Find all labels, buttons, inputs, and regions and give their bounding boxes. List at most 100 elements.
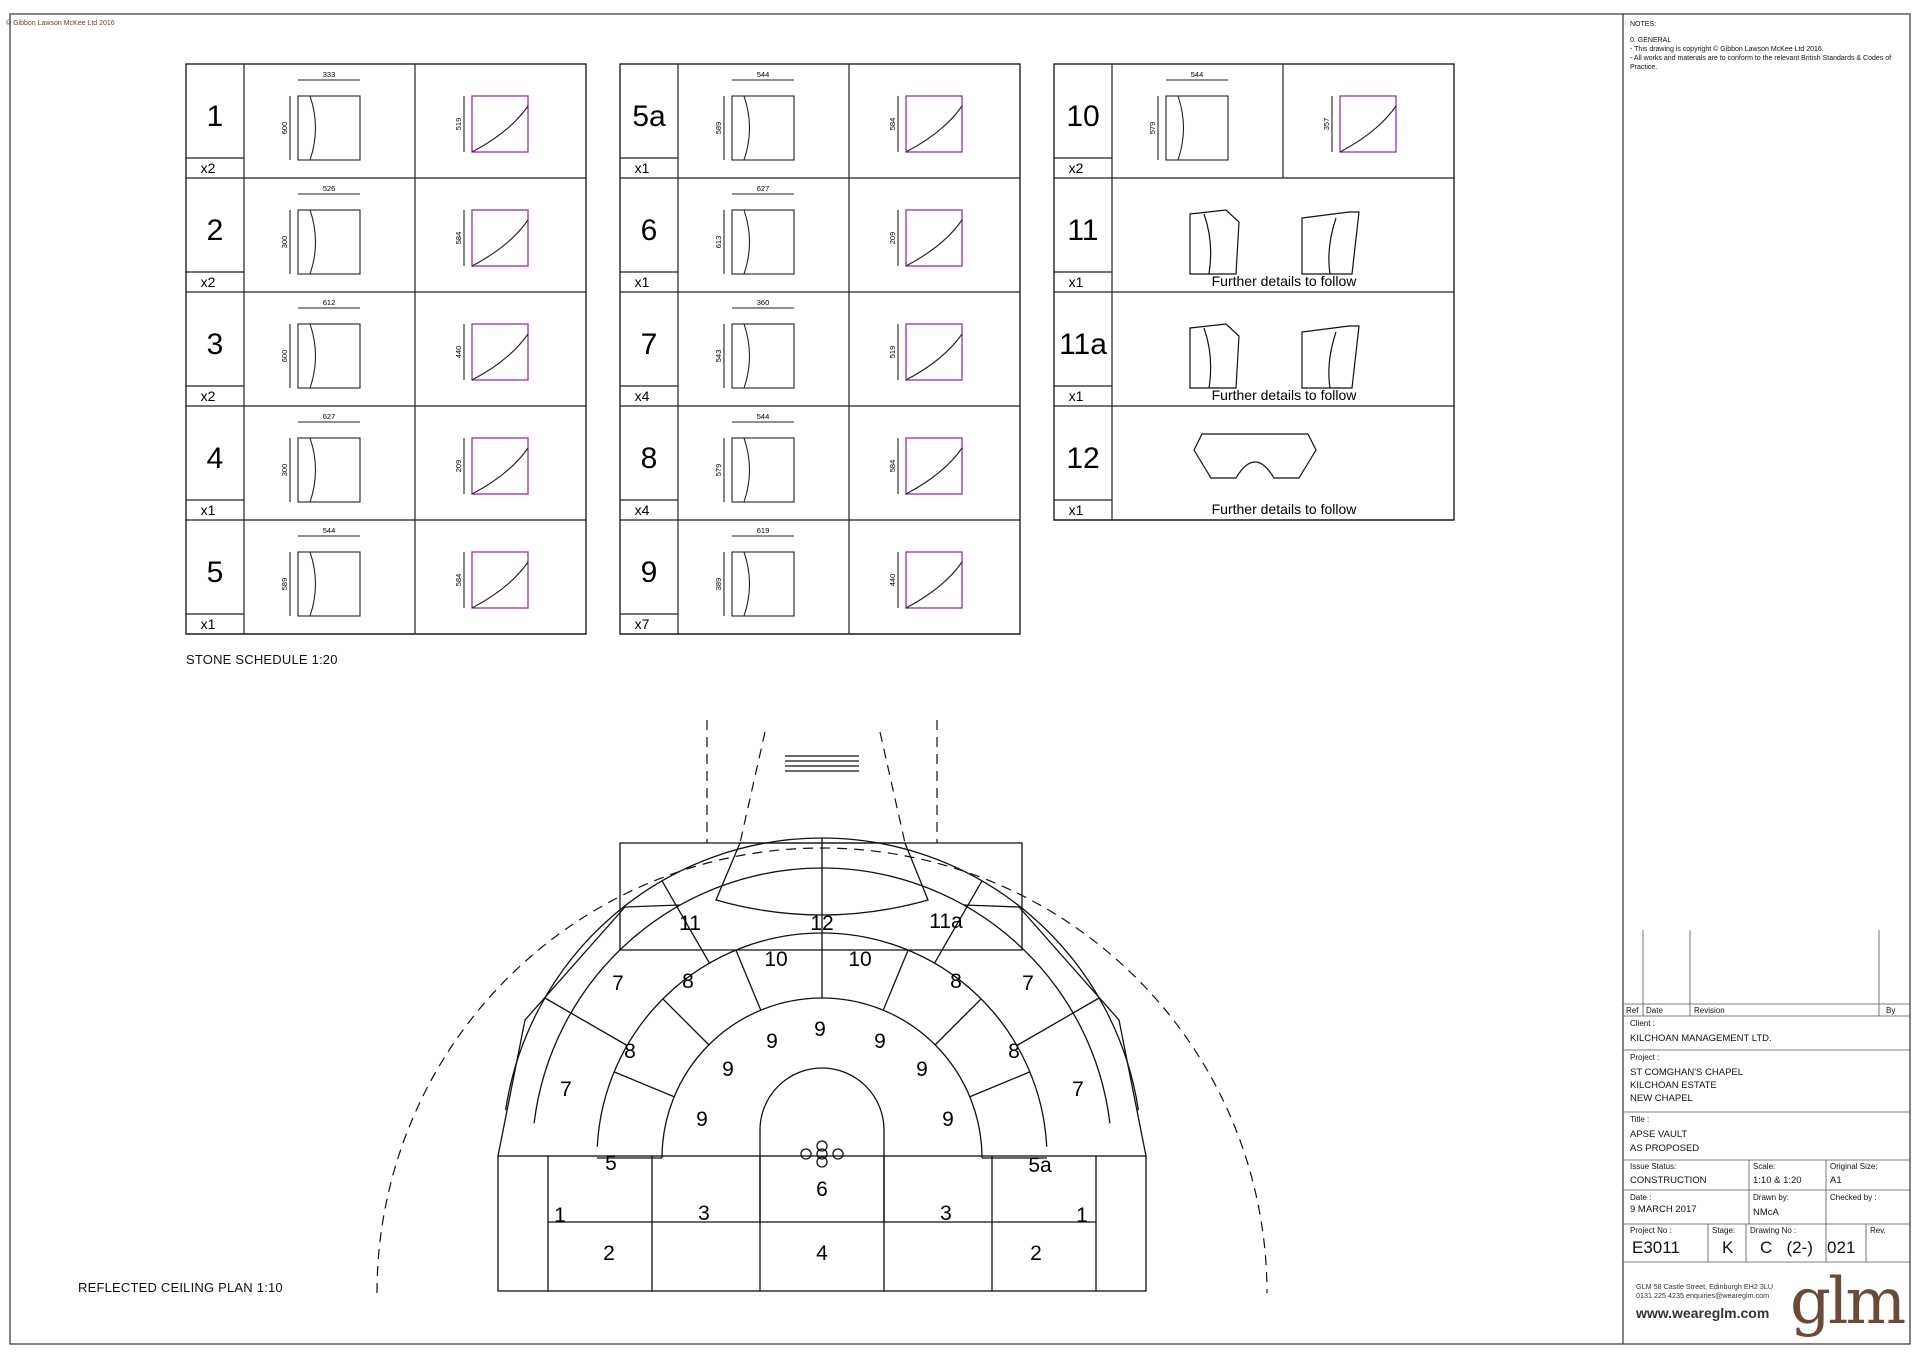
central-boss xyxy=(759,1067,885,1222)
boss-hole xyxy=(832,1148,844,1160)
date-value: 9 MARCH 2017 xyxy=(1630,1204,1697,1215)
outer-voussoir-joint xyxy=(661,880,711,964)
elevation-outline xyxy=(905,551,963,609)
voussoir-joint xyxy=(934,998,982,1046)
elevation-dimension: 357 xyxy=(1322,118,1331,131)
elevation-outline xyxy=(471,209,529,267)
plan-view-joint xyxy=(309,323,316,389)
stone-label: 9 xyxy=(916,1058,928,1081)
stone-label: 9 xyxy=(696,1108,708,1131)
right-haunch xyxy=(963,904,1147,1157)
plan-view-joint xyxy=(309,95,316,161)
project-line-1: ST COMGHAN'S CHAPEL xyxy=(1630,1067,1744,1078)
elevation-dimension: 519 xyxy=(454,118,463,131)
height-dimension: 579 xyxy=(1148,122,1157,135)
plan-view-joint xyxy=(743,323,750,389)
stone-schedule-caption: STONE SCHEDULE 1:20 xyxy=(186,652,338,667)
plan-view-outline xyxy=(297,209,361,275)
issue-status-label: Issue Status: xyxy=(1630,1162,1677,1171)
outer-voussoir-joint xyxy=(544,997,628,1047)
plan-view-outline xyxy=(297,437,361,503)
further-details-note: Further details to follow xyxy=(1212,273,1358,289)
stone-label: 8 xyxy=(1008,1040,1020,1063)
width-dimension: 544 xyxy=(757,412,770,421)
plan-view-joint xyxy=(743,209,750,275)
elevation-dimension: 584 xyxy=(454,574,463,587)
issue-status-value: CONSTRUCTION xyxy=(1630,1175,1707,1186)
project-line-2: KILCHOAN ESTATE xyxy=(1630,1080,1717,1091)
stone-id: 5a xyxy=(632,100,666,133)
elevation-dimension: 209 xyxy=(454,460,463,473)
reflected-ceiling-plan-caption: REFLECTED CEILING PLAN 1:10 xyxy=(78,1280,283,1295)
project-label: Project : xyxy=(1630,1053,1660,1062)
stone-id: 11 xyxy=(1067,214,1098,247)
stone-id: 4 xyxy=(207,442,224,475)
stone-qty: x4 xyxy=(635,388,650,404)
further-details-note: Further details to follow xyxy=(1212,501,1358,517)
drawn-by-label: Drawn by: xyxy=(1753,1193,1790,1202)
plan-view-outline xyxy=(731,323,795,389)
height-dimension: 589 xyxy=(714,122,723,135)
client-value: KILCHOAN MANAGEMENT LTD. xyxy=(1630,1033,1772,1044)
stone-qty: x1 xyxy=(201,616,216,632)
project-no-value: E3011 xyxy=(1632,1238,1680,1257)
project-line-3: NEW CHAPEL xyxy=(1630,1093,1693,1104)
plan-view-outline xyxy=(1165,95,1229,161)
boss-hole xyxy=(816,1156,828,1168)
stone-qty: x1 xyxy=(1069,502,1084,518)
stone-label: 7 xyxy=(1022,972,1034,995)
height-dimension: 600 xyxy=(280,122,289,135)
stone-label: 2 xyxy=(1030,1242,1042,1265)
width-dimension: 333 xyxy=(323,70,336,79)
firm-address-line-1: GLM 58 Castle Street, Edinburgh EH2 3LU xyxy=(1636,1282,1774,1291)
stone-label: 12 xyxy=(810,912,833,935)
title-label: Title : xyxy=(1630,1115,1650,1124)
stone-label: 2 xyxy=(603,1242,615,1265)
height-dimension: 579 xyxy=(714,464,723,477)
stone-qty: x1 xyxy=(201,502,216,518)
stage-value: K xyxy=(1722,1238,1734,1257)
voussoir-joint xyxy=(735,949,762,1011)
boss-hole xyxy=(800,1148,812,1160)
voussoir-joint xyxy=(662,998,710,1046)
firm-website-link[interactable]: www.weareglm.com xyxy=(1636,1305,1770,1321)
elevation-curve xyxy=(471,333,529,381)
plan-view-joint xyxy=(1177,95,1184,161)
elevation-dimension: 519 xyxy=(888,346,897,359)
stone-sketch xyxy=(1301,211,1360,275)
project-no-label: Project No : xyxy=(1630,1226,1672,1235)
stone-label: 8 xyxy=(950,970,962,993)
vault-crown-stone xyxy=(715,842,929,916)
sheet-frame xyxy=(9,13,1911,1345)
height-dimension: 589 xyxy=(280,578,289,591)
firm-address: GLM 58 Castle Street, Edinburgh EH2 3LU … xyxy=(1636,1282,1773,1300)
stone-label: 9 xyxy=(814,1018,826,1041)
rev-label: Rev. xyxy=(1870,1226,1886,1235)
stone-id: 11a xyxy=(1059,328,1107,361)
date-label: Date : xyxy=(1630,1193,1652,1202)
stone-sketch xyxy=(1189,323,1240,389)
width-dimension: 360 xyxy=(757,298,770,307)
elevation-curve xyxy=(471,561,529,609)
voussoir-joint xyxy=(613,1071,675,1098)
rev-revision-header: Revision xyxy=(1694,1006,1725,1015)
drawing-no-label: Drawing No : xyxy=(1750,1226,1797,1235)
stone-label: 5a xyxy=(1028,1154,1052,1177)
elevation-dimension: 440 xyxy=(454,346,463,359)
plan-view-joint xyxy=(743,95,750,161)
elevation-outline xyxy=(471,95,529,153)
width-dimension: 627 xyxy=(323,412,336,421)
schedule-row-11: 11 x1 Further details to follow xyxy=(1054,178,1454,293)
drawn-by-value: NMcA xyxy=(1753,1207,1779,1218)
stone-sketch xyxy=(1193,433,1317,479)
elevation-outline xyxy=(905,323,963,381)
stone-qty: x1 xyxy=(1069,274,1084,290)
